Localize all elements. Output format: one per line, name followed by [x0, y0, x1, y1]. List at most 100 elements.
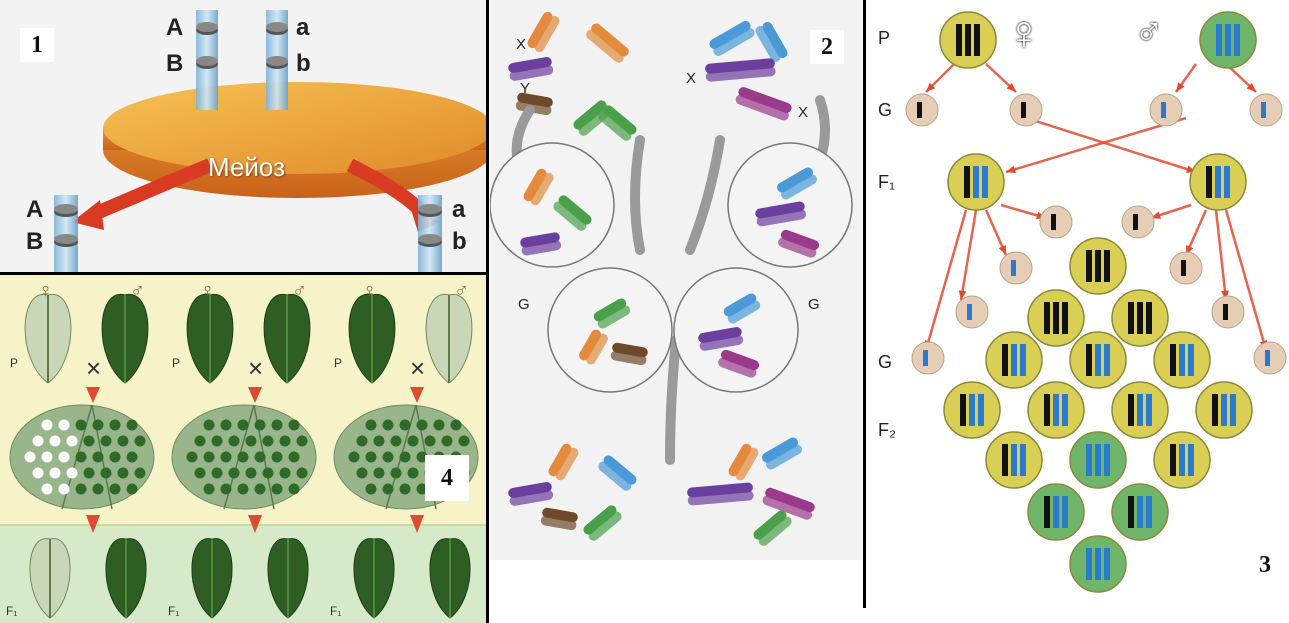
green-plastid	[280, 436, 291, 447]
white-plastid	[59, 420, 70, 431]
chromosome-bar	[982, 166, 988, 198]
green-plastid	[263, 436, 274, 447]
chromosome-bar	[965, 24, 971, 56]
f2-cell-r4-c1	[1070, 432, 1126, 488]
chromosome-bar	[1225, 24, 1231, 56]
gamete-female-1	[906, 94, 938, 126]
chromosome-bar	[973, 166, 979, 198]
chromosome-bar	[1212, 394, 1218, 426]
green-plastid	[408, 468, 419, 479]
green-plastid	[221, 484, 232, 495]
green-plastid	[195, 468, 206, 479]
chromosome-bar	[969, 394, 975, 426]
chrom-label-y-left: Y	[520, 80, 530, 97]
chromosome-bar	[1146, 302, 1152, 334]
gamete-male-1	[1150, 94, 1182, 126]
chromosome-brown	[540, 507, 579, 531]
male-symbol-1: ♂	[292, 280, 307, 302]
gene-label-a-top: a	[296, 14, 309, 42]
green-plastid	[374, 436, 385, 447]
green-plastid	[383, 452, 394, 463]
chromosome-bar	[1020, 344, 1026, 376]
green-plastid	[76, 420, 87, 431]
green-plastid	[374, 468, 385, 479]
f1-gamete	[1122, 206, 1154, 238]
chromosome-bar	[1002, 444, 1008, 476]
flow-arrow-mid-left	[635, 140, 640, 250]
chromosome-bar	[1128, 394, 1134, 426]
green-plastid	[204, 452, 215, 463]
green-plastid	[229, 468, 240, 479]
green-plastid	[408, 436, 419, 447]
chromosome-bar	[1137, 496, 1143, 528]
p-label-2: P	[334, 356, 342, 370]
gamete-chromosome	[967, 304, 972, 320]
row-label-g2: G	[878, 352, 892, 373]
cross-arrow-0	[86, 387, 100, 403]
gene-label-b-bottom: b	[452, 228, 467, 256]
chrom-label-x-right: X	[686, 70, 696, 87]
parent-male-leaf-1	[264, 294, 310, 383]
gene-label-B-top: B	[166, 50, 183, 78]
chromosome-bar	[1062, 496, 1068, 528]
chromosome-bar	[1137, 302, 1143, 334]
chromosome-bar	[1216, 24, 1222, 56]
row-label-f1: F₁	[878, 172, 895, 193]
f1-label-1: F₁	[168, 604, 179, 618]
cross-symbol-1: ×	[248, 353, 263, 383]
chromosome-magenta	[734, 86, 793, 122]
green-plastid	[391, 468, 402, 479]
gamete-label-left: G	[518, 296, 530, 313]
f2-cell-r3-c3	[1196, 382, 1252, 438]
divider-left	[486, 0, 489, 623]
green-plastid	[246, 468, 257, 479]
meiosis-illustration	[0, 0, 486, 272]
chromosome-bar	[1104, 548, 1110, 580]
chromosome-bar	[1011, 344, 1017, 376]
f1-gamete	[912, 342, 944, 374]
parent-female-leaf-1	[187, 294, 233, 383]
chromosome-bar	[1179, 344, 1185, 376]
chromosome-bar	[1224, 166, 1230, 198]
flow-arrow-bottom	[670, 340, 676, 460]
f2-cell-r0-c0	[1070, 238, 1126, 294]
chromosome-bar	[1086, 344, 1092, 376]
chromosome-bar	[978, 394, 984, 426]
green-plastid	[297, 436, 308, 447]
green-plastid	[221, 420, 232, 431]
green-plastid	[101, 436, 112, 447]
gene-label-B-bottom: B	[26, 228, 43, 256]
gamete-chromosome	[1011, 260, 1016, 276]
parent-female-leaf-0	[25, 294, 71, 383]
f2-cell-r3-c2	[1112, 382, 1168, 438]
chromosome-bar	[1137, 394, 1143, 426]
f2-cell-r3-c1	[1028, 382, 1084, 438]
f2-cell-r2-c0	[986, 332, 1042, 388]
chromosome-bar	[1170, 444, 1176, 476]
gamete-chromosome	[1181, 260, 1186, 276]
f2-cell-r4-c2	[1154, 432, 1210, 488]
chromosome-bar	[1146, 394, 1152, 426]
green-plastid	[434, 420, 445, 431]
green-plastid	[272, 452, 283, 463]
gamete-cell-3	[548, 268, 672, 392]
panel-dihybrid-cross: P G F₁ G F₂ ♀ ♂ 3	[866, 0, 1289, 623]
male-symbol-0: ♂	[130, 280, 145, 302]
chromosome-bar	[1206, 166, 1212, 198]
green-plastid	[383, 420, 394, 431]
green-plastid	[289, 420, 300, 431]
chromosome-purple	[507, 481, 553, 506]
chromosome-bar	[974, 24, 980, 56]
p-label-1: P	[172, 356, 180, 370]
chromosome-purple	[687, 482, 754, 506]
green-plastid	[383, 484, 394, 495]
green-plastid	[255, 484, 266, 495]
male-symbol-2: ♂	[454, 280, 469, 302]
chromosome-bar	[1170, 344, 1176, 376]
chromosome-orange	[727, 442, 761, 482]
f1-label-0: F₁	[6, 604, 17, 618]
white-plastid	[33, 436, 44, 447]
green-plastid	[357, 436, 368, 447]
green-plastid	[349, 452, 360, 463]
green-plastid	[101, 468, 112, 479]
